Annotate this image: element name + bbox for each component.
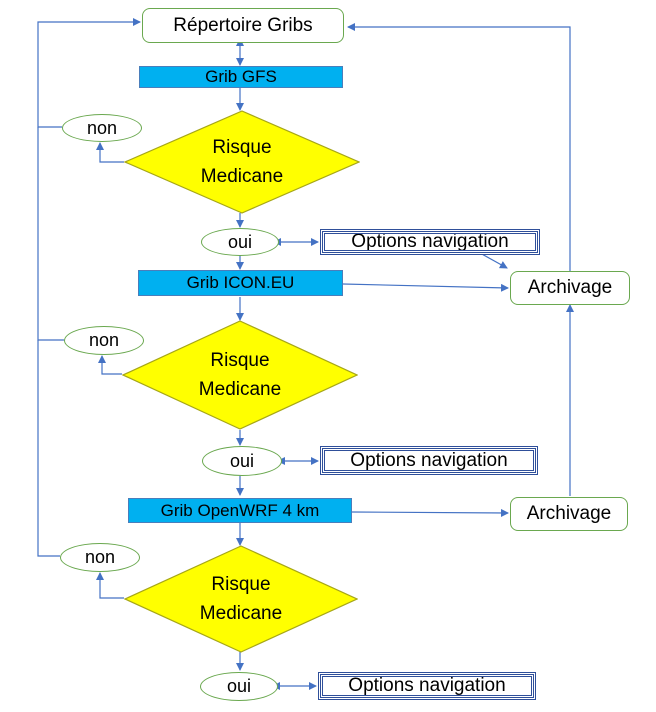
non-ellipse-2: non — [64, 326, 144, 355]
connector-diamond2-non2 — [98, 355, 122, 375]
non-label-1: non — [86, 117, 118, 138]
risk-line1-3: Risque — [211, 574, 271, 595]
connector-non2-loop — [37, 127, 64, 341]
risk-line1-1: Risque — [212, 137, 272, 158]
non-ellipse-3: non — [60, 543, 140, 572]
risk-diamond-2: Risque Medicane — [122, 320, 358, 430]
options-navigation-label-1: Options navigation — [351, 231, 509, 252]
connector-archivage1-repertoire — [347, 23, 571, 272]
connector-non3-loop — [37, 340, 60, 557]
connector-diamond3-non3 — [96, 572, 124, 599]
risk-line1-2: Risque — [210, 350, 270, 371]
oui-label-1: oui — [227, 231, 253, 252]
archivage-label-2: Archivage — [526, 503, 612, 524]
connector-options1-archivage1 — [479, 252, 508, 269]
risk-label-3: Risque Medicane — [124, 545, 358, 653]
archivage-box-1: Archivage — [510, 271, 630, 305]
options-navigation-label-3: Options navigation — [348, 675, 506, 696]
oui-label-3: oui — [226, 676, 252, 696]
grib-icon-eu-label: Grib ICON.EU — [186, 273, 295, 292]
archivage-box-2: Archivage — [510, 497, 628, 531]
connector-diamond1-non1 — [96, 142, 124, 163]
connector-non1-loop — [37, 18, 141, 128]
options-navigation-label-2: Options navigation — [350, 449, 508, 471]
oui-ellipse-3: oui — [200, 672, 278, 701]
repertoire-gribs-label: Répertoire Gribs — [173, 14, 313, 36]
diamond-shape-3 — [124, 545, 358, 653]
repertoire-gribs-box: Répertoire Gribs — [142, 8, 344, 43]
oui-ellipse-1: oui — [201, 228, 279, 256]
grib-gfs-label: Grib GFS — [205, 67, 277, 86]
diamond-shape-2 — [122, 320, 358, 430]
grib-gfs-box: Grib GFS — [139, 66, 343, 88]
non-ellipse-1: non — [62, 114, 142, 142]
grib-icon-eu-box: Grib ICON.EU — [138, 270, 343, 296]
options-navigation-box-2: Options navigation — [320, 446, 538, 475]
risk-line2-2: Medicane — [198, 379, 282, 400]
grib-openwrf-label: Grib OpenWRF 4 km — [160, 500, 320, 520]
risk-line2-1: Medicane — [200, 166, 284, 187]
non-label-2: non — [88, 330, 120, 350]
archivage-label-1: Archivage — [527, 277, 613, 298]
diamond-shape-1 — [124, 110, 360, 214]
oui-ellipse-2: oui — [202, 446, 282, 476]
grib-openwrf-box: Grib OpenWRF 4 km — [128, 498, 352, 523]
risk-label-2: Risque Medicane — [122, 320, 358, 430]
risk-line2-3: Medicane — [199, 603, 283, 624]
connector-openwrf-archivage2 — [351, 508, 509, 517]
oui-label-2: oui — [229, 450, 255, 471]
connector-icon-archivage1 — [342, 283, 509, 292]
risk-diamond-3: Risque Medicane — [124, 545, 358, 653]
options-navigation-box-1: Options navigation — [320, 229, 540, 255]
options-navigation-box-3: Options navigation — [318, 672, 536, 700]
non-label-3: non — [84, 547, 116, 567]
risk-label-1: Risque Medicane — [124, 110, 360, 214]
risk-diamond-1: Risque Medicane — [124, 110, 360, 214]
